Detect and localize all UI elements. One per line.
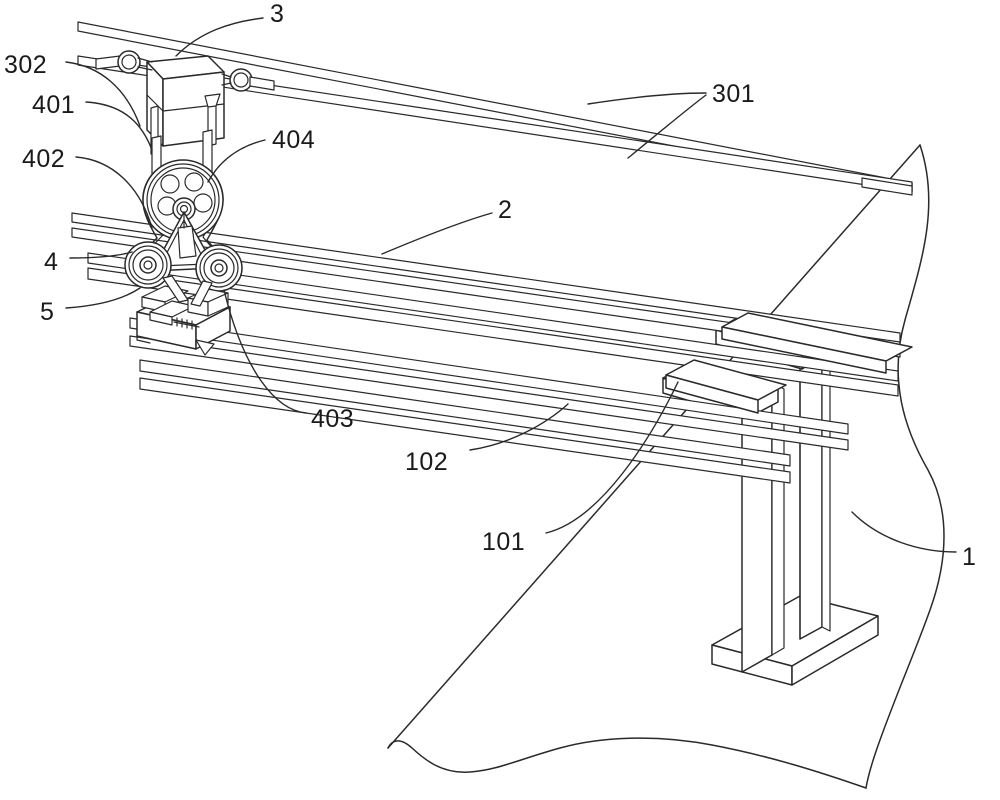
drive-pulley bbox=[142, 159, 224, 241]
reference-numeral-101: 101 bbox=[482, 528, 526, 556]
reference-numeral-402: 402 bbox=[22, 145, 66, 173]
reference-numeral-2: 2 bbox=[498, 196, 513, 224]
reference-numeral-401: 401 bbox=[32, 91, 76, 119]
reference-numeral-301: 301 bbox=[712, 80, 756, 108]
reference-numeral-403: 403 bbox=[311, 405, 355, 433]
leader-lines bbox=[65, 17, 957, 553]
reference-numeral-5: 5 bbox=[40, 298, 55, 326]
reference-numeral-3: 3 bbox=[270, 0, 285, 28]
idler-pulley-left bbox=[124, 241, 172, 289]
trolley-body bbox=[95, 50, 275, 155]
trolley-roller-wheel-right bbox=[221, 68, 275, 92]
trolley-roller-wheel-left bbox=[95, 50, 153, 74]
reference-numeral-1: 1 bbox=[962, 543, 977, 571]
upper-guide-rail bbox=[77, 21, 913, 196]
ground-cutaway-region bbox=[387, 144, 945, 789]
support-bracket bbox=[665, 312, 913, 414]
reference-numeral-4: 4 bbox=[44, 248, 59, 276]
reference-numeral-102: 102 bbox=[405, 448, 449, 476]
reference-numeral-302: 302 bbox=[4, 51, 48, 79]
reference-numeral-404: 404 bbox=[272, 126, 316, 154]
lower-rail bbox=[129, 317, 849, 484]
carriage-base bbox=[136, 275, 231, 356]
